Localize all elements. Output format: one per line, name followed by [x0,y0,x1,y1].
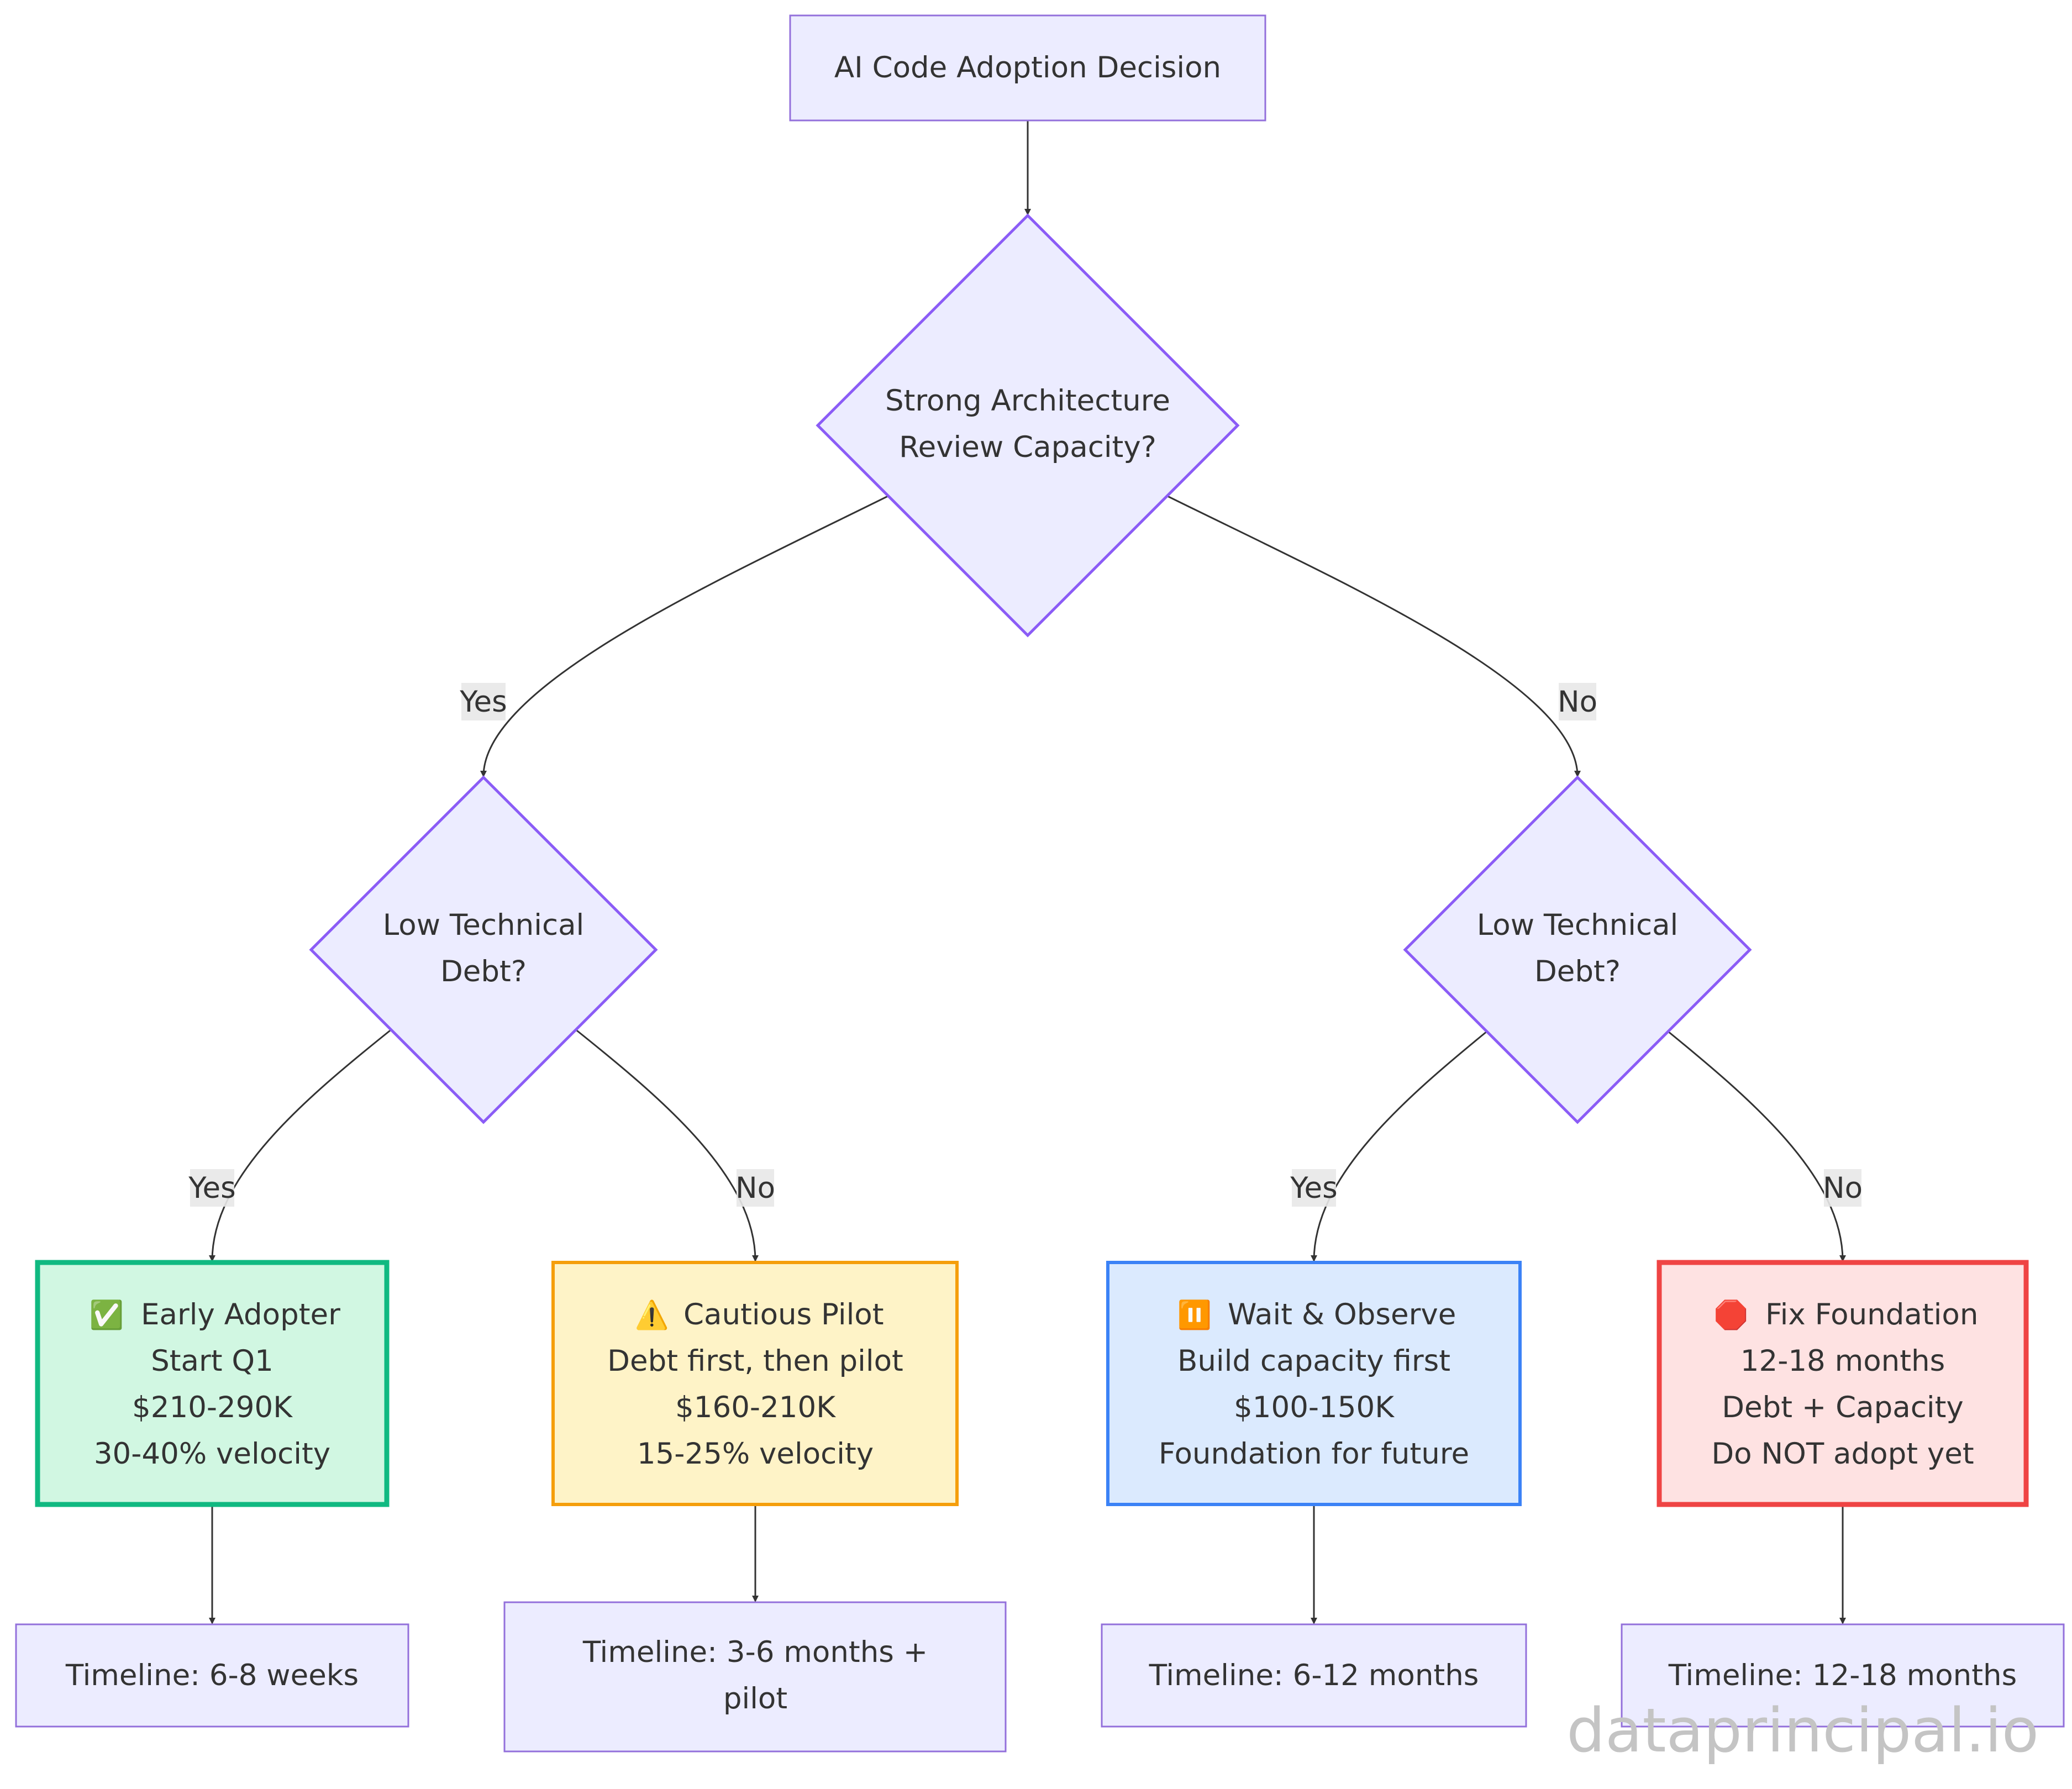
start-node: AI Code Adoption Decision [789,14,1266,122]
outcome-fix-foundation-line-2: Debt + Capacity [1722,1391,1964,1424]
decision-architecture: Strong Architecture Review Capacity? [816,213,1240,638]
watermark: dataprincipal.io [1566,1695,2039,1766]
outcome-cautious-pilot-title: Cautious Pilot [683,1298,884,1332]
edge-debt-left-no [574,1028,759,1262]
outcome-wait-observe-line-1: Build capacity first [1177,1344,1450,1378]
outcome-cautious-pilot: ⚠️ Cautious Pilot Debt first, then pilot… [551,1261,959,1506]
outcome-early-adopter: ✅ Early Adopter Start Q1 $210-290K 30-40… [35,1260,390,1507]
timeline-cautious-pilot-line-2: pilot [723,1682,787,1716]
edge-architecture-yes [480,495,888,777]
decision-debt-right-line-2: Debt? [1534,955,1621,988]
decision-debt-left-line-1: Low Technical [383,908,585,942]
decision-architecture-line-1: Strong Architecture [885,384,1170,418]
edge-label-yes: Yes [1290,1171,1338,1205]
edge-debt-right-yes [1311,1028,1491,1262]
start-node-label: AI Code Adoption Decision [834,51,1221,85]
outcome-wait-observe: ⏸️ Wait & Observe Build capacity first $… [1106,1261,1522,1506]
outcome-cautious-pilot-line-2: $160-210K [675,1391,836,1424]
timeline-early-adopter: Timeline: 6-8 weeks [15,1623,409,1728]
outcome-cautious-pilot-line-1: Debt first, then pilot [607,1344,903,1378]
edge-debt-right-no [1664,1028,1846,1262]
outcome-early-adopter-line-1: Start Q1 [151,1344,274,1378]
check-mark-icon: ✅ [90,1299,124,1330]
edge-label-no: No [735,1171,775,1205]
edges [209,120,1846,1624]
timeline-wait-observe-label: Timeline: 6-12 months [1149,1659,1479,1692]
timeline-wait-observe: Timeline: 6-12 months [1101,1623,1527,1728]
edge-labels: Yes No Yes No Yes No [188,683,1863,1207]
edge-label-no: No [1823,1171,1863,1205]
pause-icon: ⏸️ [1177,1299,1212,1330]
outcome-wait-observe-title: Wait & Observe [1228,1298,1456,1332]
timeline-early-adopter-label: Timeline: 6-8 weeks [65,1659,359,1692]
timeline-cautious-pilot: Timeline: 3-6 months + pilot [503,1601,1007,1753]
outcome-wait-observe-line-2: $100-150K [1234,1391,1395,1424]
edge-architecture-no [1167,495,1581,777]
outcome-early-adopter-line-2: $210-290K [132,1391,293,1424]
stop-sign-icon: 🛑 [1714,1299,1748,1330]
decision-debt-right-line-1: Low Technical [1477,908,1679,942]
outcome-early-adopter-line-3: 30-40% velocity [94,1437,330,1471]
edge-label-no: No [1558,685,1597,719]
decision-debt-left-line-2: Debt? [440,955,527,988]
decision-architecture-line-2: Review Capacity? [899,430,1156,464]
edge-label-yes: Yes [188,1171,236,1205]
decision-debt-left: Low Technical Debt? [309,775,658,1124]
outcome-wait-observe-line-3: Foundation for future [1159,1437,1469,1471]
timeline-fix-foundation: Timeline: 12-18 months [1621,1623,2065,1728]
outcome-early-adopter-title: Early Adopter [141,1298,340,1332]
outcome-cautious-pilot-line-3: 15-25% velocity [637,1437,874,1471]
outcome-fix-foundation-line-3: Do NOT adopt yet [1711,1437,1974,1471]
timeline-fix-foundation-label: Timeline: 12-18 months [1668,1659,2017,1692]
outcome-fix-foundation-title: Fix Foundation [1765,1298,1978,1332]
warning-icon: ⚠️ [635,1299,669,1330]
outcome-fix-foundation-line-1: 12-18 months [1740,1344,1945,1378]
outcome-fix-foundation: 🛑 Fix Foundation 12-18 months Debt + Cap… [1656,1260,2029,1507]
decision-debt-right: Low Technical Debt? [1403,775,1752,1124]
edge-label-yes: Yes [459,685,507,719]
edge-debt-left-yes [209,1028,393,1262]
timeline-cautious-pilot-line-1: Timeline: 3-6 months + [582,1635,928,1669]
